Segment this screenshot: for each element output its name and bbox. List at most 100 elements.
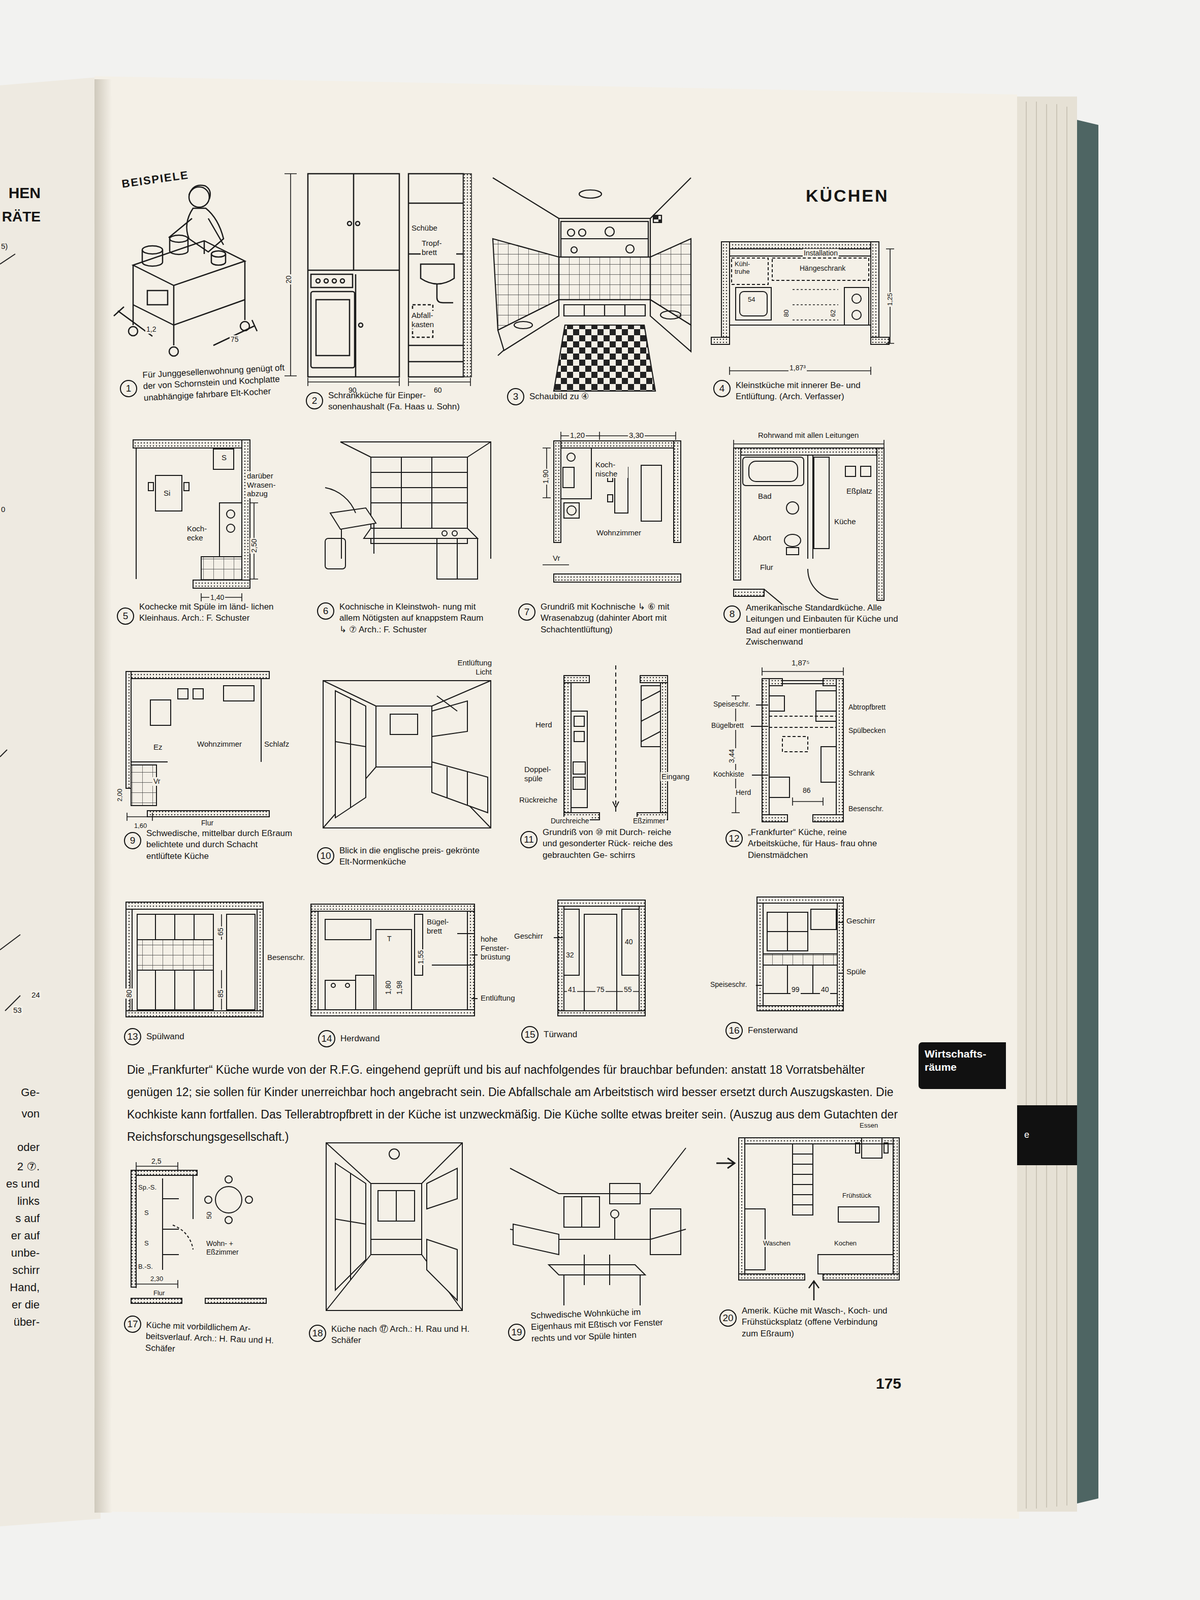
margin-text: Hand, bbox=[0, 1281, 40, 1295]
figure-caption: Türwand bbox=[543, 1029, 578, 1041]
drawing-stroke bbox=[135, 448, 137, 580]
drawing-stroke bbox=[147, 290, 168, 305]
drawing-stroke bbox=[310, 1009, 475, 1017]
callout-number: 7 bbox=[518, 603, 536, 621]
drawing-stroke bbox=[553, 574, 681, 583]
figure-caption: Küche nach ⑰ Arch.: H. Rau und H. Schäfe… bbox=[331, 1323, 484, 1347]
fig8-plan bbox=[733, 439, 884, 605]
drawing-stroke bbox=[284, 173, 297, 376]
part-label: Abort bbox=[751, 533, 773, 543]
part-label: Speiseschr. bbox=[712, 700, 751, 709]
page-number: 175 bbox=[875, 1374, 902, 1393]
fig9-plan bbox=[125, 671, 270, 821]
drawing-stroke bbox=[615, 665, 617, 813]
drawing-stroke bbox=[408, 173, 464, 377]
drawing-stroke bbox=[573, 777, 586, 790]
drawing-stroke bbox=[147, 810, 270, 817]
drawing-stroke bbox=[168, 218, 224, 245]
callout-text: 10 bbox=[320, 850, 331, 862]
drawing-stroke bbox=[566, 453, 576, 462]
drawing-stroke bbox=[335, 690, 366, 818]
drawing-stroke bbox=[893, 1138, 900, 1281]
figure-caption: Blick in die englische preis- gekrönte E… bbox=[339, 845, 487, 869]
dimension: 60 bbox=[432, 386, 444, 395]
drawing-stroke bbox=[131, 1170, 137, 1288]
drawing-stroke bbox=[610, 1210, 619, 1219]
drawing-stroke bbox=[447, 767, 468, 806]
drawing-stroke bbox=[560, 448, 592, 499]
margin-text: unbe- bbox=[0, 1246, 40, 1260]
margin-text: Ge- bbox=[0, 1086, 40, 1100]
drawing-stroke bbox=[370, 457, 468, 529]
drawing-stroke bbox=[335, 698, 366, 808]
drawing-stroke bbox=[128, 326, 138, 336]
drawing-stroke bbox=[226, 914, 256, 1010]
drawing-stroke bbox=[201, 556, 242, 581]
drawing-stroke bbox=[325, 980, 356, 1010]
dimension: 65 bbox=[216, 926, 226, 937]
drawing-stroke bbox=[756, 897, 844, 904]
fig12-plan bbox=[731, 667, 844, 823]
drawing-stroke bbox=[782, 680, 824, 684]
drawing-stroke bbox=[553, 937, 563, 939]
dimension: 80 bbox=[782, 308, 791, 319]
callout-text: 7 bbox=[524, 606, 530, 618]
drawing-stroke bbox=[625, 244, 635, 254]
drawing-stroke bbox=[1077, 119, 1099, 1504]
drawing-stroke bbox=[355, 975, 374, 1010]
fig13-elevation bbox=[125, 902, 264, 1018]
drawing-stroke bbox=[211, 250, 226, 258]
drawing-stroke bbox=[870, 241, 879, 344]
figure-caption: Küche mit vorbildlichem Ar- beitsverlauf… bbox=[145, 1319, 294, 1360]
drawing-stroke bbox=[607, 494, 613, 502]
drawing-stroke bbox=[792, 289, 839, 321]
drawing-stroke bbox=[363, 528, 478, 539]
dimension: 53 bbox=[12, 1005, 23, 1016]
drawing-stroke bbox=[324, 278, 329, 283]
dimension: 80 bbox=[124, 988, 134, 999]
callout-number: 6 bbox=[317, 602, 335, 620]
figure-caption: Herdwand bbox=[340, 1033, 381, 1045]
drawing-stroke bbox=[837, 903, 844, 1006]
drawing-stroke bbox=[673, 440, 681, 543]
drawing-stroke bbox=[0, 254, 21, 1012]
part-label: Sp.-S. bbox=[137, 1183, 158, 1192]
dimension: 2,30 bbox=[149, 1275, 165, 1283]
part-label: Vr bbox=[551, 553, 561, 563]
drawing-stroke bbox=[131, 678, 262, 763]
drawing-stroke bbox=[326, 1143, 463, 1311]
drawing-stroke bbox=[133, 439, 250, 449]
drawing-stroke bbox=[574, 716, 585, 727]
drawing-stroke bbox=[571, 246, 578, 254]
drawing-stroke bbox=[731, 667, 844, 813]
drawing-stroke bbox=[204, 1196, 212, 1204]
drawing-stroke bbox=[137, 939, 214, 971]
dimension: 20 bbox=[284, 274, 294, 285]
drawing-stroke bbox=[205, 1298, 267, 1304]
part-label: Frühstück bbox=[841, 1191, 873, 1200]
callout-text: 13 bbox=[127, 1031, 138, 1043]
drawing-stroke bbox=[861, 1138, 882, 1159]
figure-caption: „Frankfurter“ Küche, reine Arbeitsküche,… bbox=[747, 827, 896, 862]
part-label: Flur bbox=[152, 1289, 166, 1298]
drawing-stroke bbox=[148, 482, 154, 491]
drawing-stroke bbox=[660, 310, 681, 320]
callout-text: 4 bbox=[719, 383, 725, 395]
part-label: Bad bbox=[756, 491, 773, 501]
drawing-stroke bbox=[640, 675, 668, 683]
drawing-stroke bbox=[133, 299, 245, 326]
callout-text: 19 bbox=[511, 1327, 522, 1339]
part-label: Geschirr bbox=[513, 931, 545, 941]
drawing-stroke bbox=[574, 731, 585, 742]
callout-number: 8 bbox=[723, 605, 741, 623]
drawing-stroke bbox=[307, 377, 471, 387]
drawing-stroke bbox=[560, 221, 649, 258]
drawing-stroke bbox=[716, 1158, 735, 1169]
drawing-stroke bbox=[756, 1005, 844, 1012]
drawing-stroke bbox=[514, 321, 533, 329]
part-label: Tropf- brett bbox=[420, 238, 457, 257]
drawing-stroke bbox=[310, 911, 319, 1010]
drawing-stroke bbox=[786, 501, 799, 515]
part-label: Abtropfbrett bbox=[847, 703, 887, 712]
